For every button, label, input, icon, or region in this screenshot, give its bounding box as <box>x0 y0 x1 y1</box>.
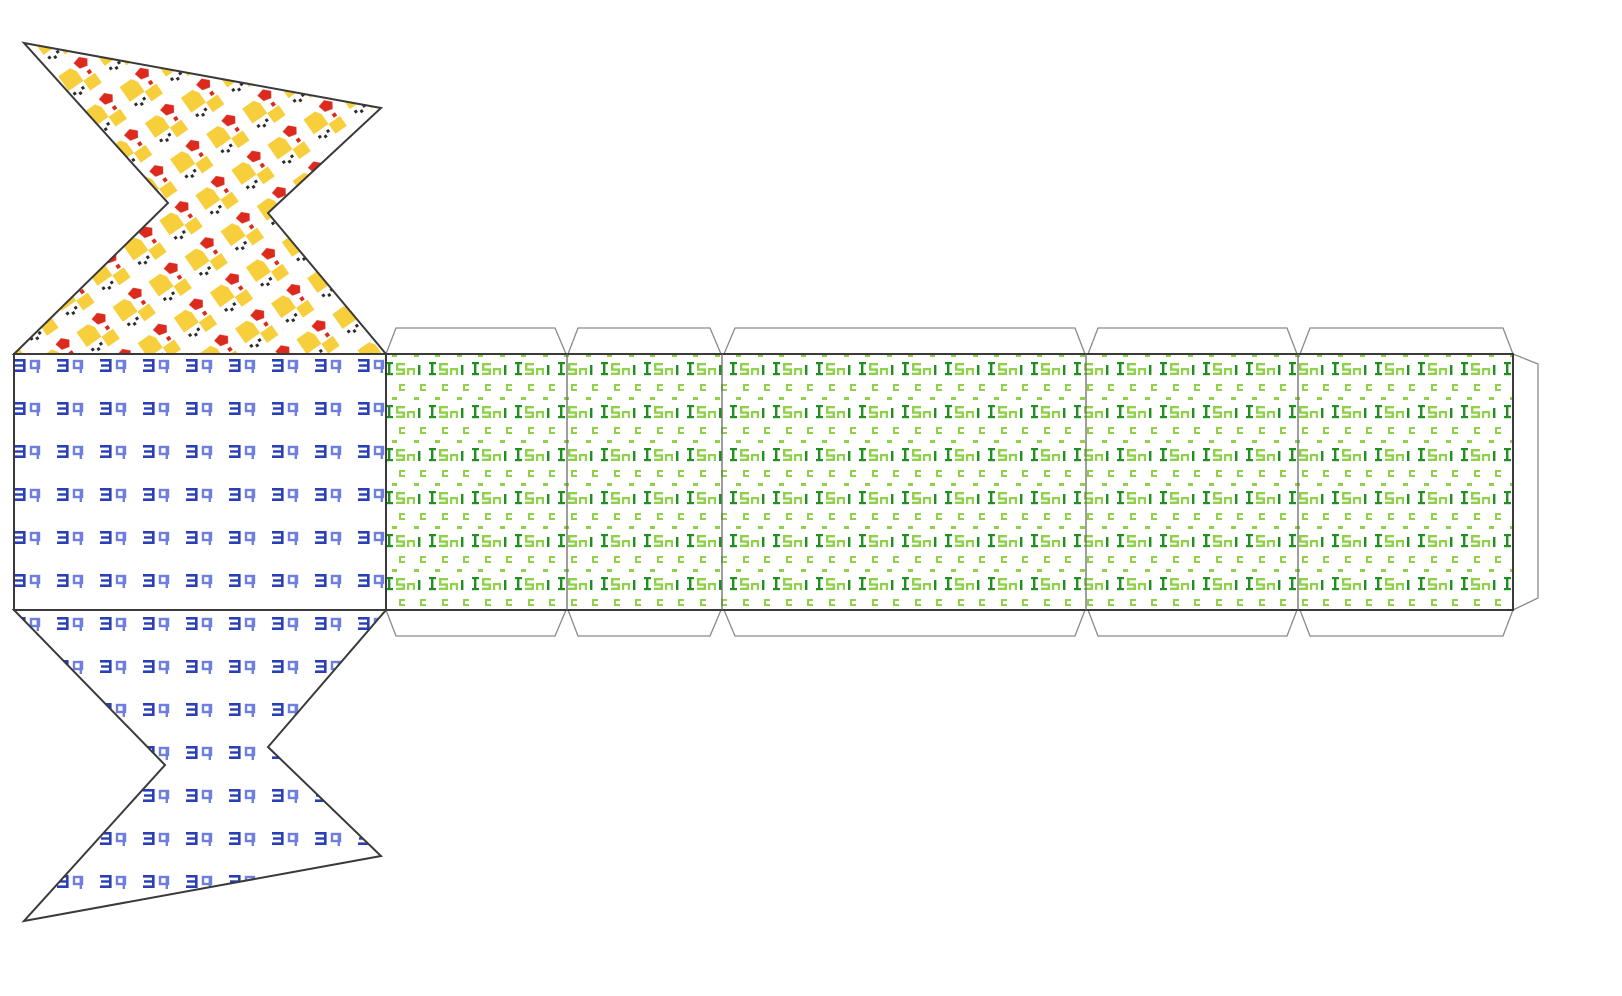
top-tab-4 <box>1087 327 1298 355</box>
bottom-cap-face <box>11 609 389 923</box>
bottom-tab-5 <box>1299 609 1514 637</box>
bottom-tab-1 <box>385 609 567 637</box>
top-tab-2 <box>567 327 722 355</box>
side-strip <box>385 353 1514 611</box>
left-face <box>13 353 387 611</box>
bottom-tab-3 <box>723 609 1086 637</box>
top-tab-1 <box>385 327 567 355</box>
side-glue-tab <box>1512 353 1539 612</box>
bottom-tab-2 <box>567 609 722 637</box>
top-tab-5 <box>1299 327 1514 355</box>
top-cap-face <box>11 41 389 355</box>
top-tab-3 <box>723 327 1086 355</box>
bottom-tab-4 <box>1087 609 1298 637</box>
